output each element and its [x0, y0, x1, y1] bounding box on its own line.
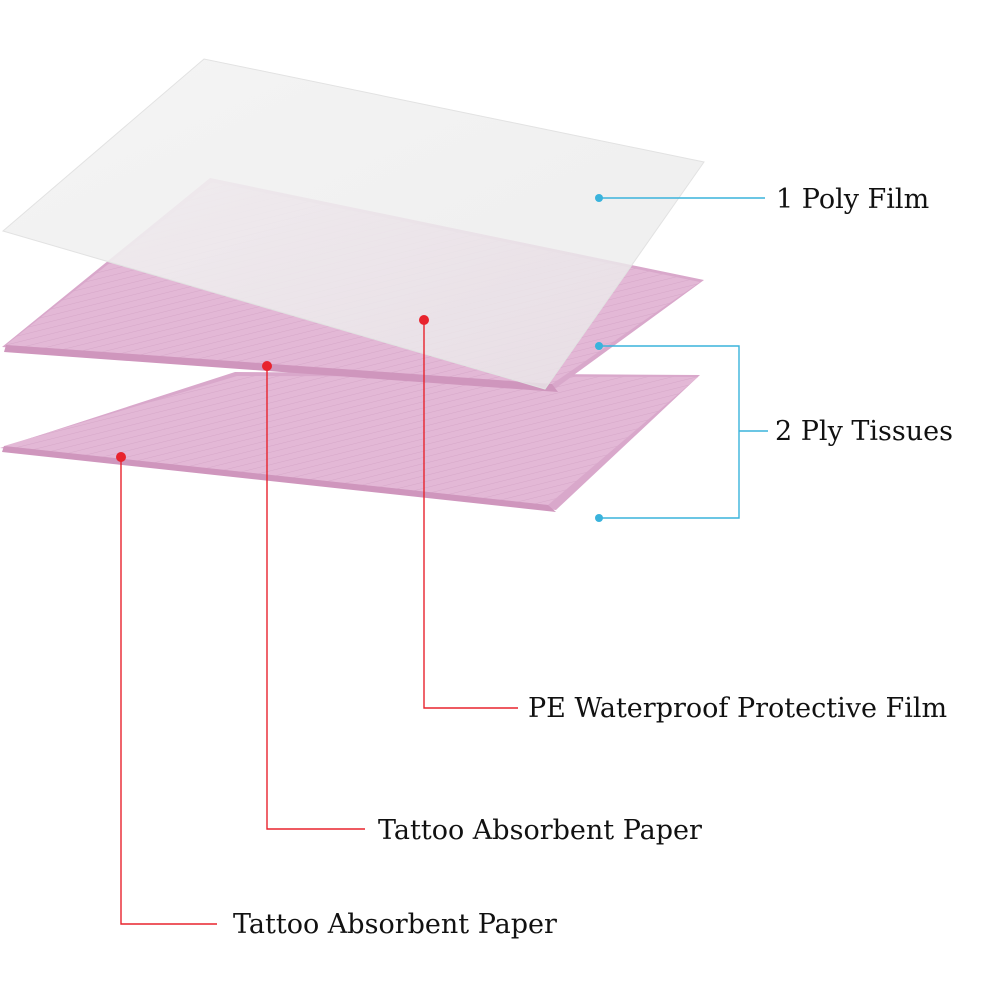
ply-tissue-bottom-dot [595, 514, 603, 522]
bottom-absorbent-sheet [0, 372, 700, 512]
blue-markers [595, 194, 603, 522]
absorbent-paper-2-leader [120, 457, 217, 925]
absorbent-paper-2-label: Tattoo Absorbent Paper [233, 909, 557, 940]
pe-film-dot [419, 315, 429, 325]
ply-tissues-bracket [599, 345, 740, 519]
poly-film-sheet [1, 58, 705, 390]
pe-film-label: PE Waterproof Protective Film [528, 693, 947, 724]
absorbent-paper-1-label: Tattoo Absorbent Paper [378, 815, 702, 846]
red-leaders [120, 320, 518, 925]
absorbent-paper-1-dot [262, 361, 272, 371]
ply-tissues-label: 2 Ply Tissues [775, 416, 953, 447]
absorbent-paper-1-leader [266, 366, 365, 830]
poly-film-dot [595, 194, 603, 202]
pe-film-leader [423, 320, 518, 709]
red-markers [116, 315, 429, 462]
poly-film-label: 1 Poly Film [776, 184, 929, 215]
ply-tissue-top-dot [595, 342, 603, 350]
blue-leaders [599, 197, 768, 519]
absorbent-paper-2-dot [116, 452, 126, 462]
